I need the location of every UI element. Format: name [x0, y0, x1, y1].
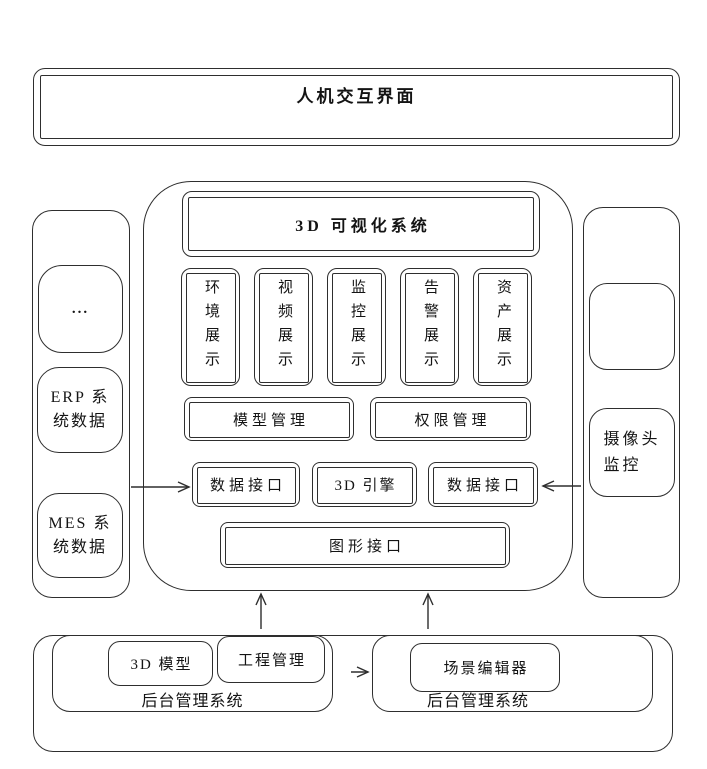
- other-datasource-box: ...: [38, 265, 123, 353]
- permission-management-box: 权限管理: [370, 397, 531, 441]
- backend-system-right-label: 后台管理系统: [426, 693, 529, 710]
- display-module-inner-border: [258, 272, 309, 383]
- display-module-asset: 资产展示: [473, 268, 532, 386]
- viz-system-title-box: 3D 可视化系统: [182, 191, 540, 257]
- engine-3d-box: 3D 引擎: [312, 462, 417, 507]
- project-management-label: 工程管理: [237, 653, 306, 669]
- camera-empty-box: [589, 283, 675, 370]
- model-3d-label: 3D 模型: [130, 657, 193, 673]
- graphics-interface-inner-border: [224, 526, 506, 565]
- right-camera-column: [583, 207, 680, 598]
- display-module-video: 视频展示: [254, 268, 313, 386]
- display-module-env-label: 环境展示: [203, 279, 219, 375]
- scene-editor-box: 场景编辑器: [410, 643, 560, 692]
- display-module-alarm: 告警展示: [400, 268, 459, 386]
- mes-data-box: MES 系 统数据: [37, 493, 123, 578]
- mes-data-label: MES 系 统数据: [48, 514, 112, 556]
- project-management-box: 工程管理: [217, 636, 325, 683]
- display-module-inner-border: [185, 272, 236, 383]
- engine-3d-inner-border: [316, 466, 413, 504]
- hmi-banner-inner-border: [40, 75, 673, 139]
- graphics-interface-box: 图形接口: [220, 522, 510, 568]
- display-module-alarm-label: 告警展示: [422, 279, 438, 375]
- data-interface-left-label: 数据接口: [209, 478, 286, 494]
- data-interface-right-inner-border: [432, 466, 534, 504]
- graphics-interface-label: 图形接口: [328, 538, 405, 555]
- scene-editor-label: 场景编辑器: [443, 661, 529, 677]
- display-module-inner-border: [404, 272, 455, 383]
- hmi-banner-box: 人机交互界面: [33, 68, 680, 146]
- camera-monitor-box: 摄像头 监控: [589, 408, 675, 497]
- hmi-banner-label: 人机交互界面: [296, 87, 417, 106]
- display-module-monitor-label: 监控展示: [349, 279, 365, 375]
- display-module-inner-border: [477, 272, 528, 383]
- model-management-label: 模型管理: [232, 412, 309, 429]
- erp-data-box: ERP 系 统数据: [37, 367, 123, 453]
- display-module-inner-border: [331, 272, 382, 383]
- display-module-env: 环境展示: [181, 268, 240, 386]
- model-management-inner-border: [188, 401, 350, 438]
- ellipsis-label: ...: [71, 300, 90, 317]
- display-module-monitor: 监控展示: [327, 268, 386, 386]
- permission-management-inner-border: [374, 401, 527, 438]
- viz-title-inner-border: [188, 197, 534, 251]
- display-module-video-label: 视频展示: [276, 279, 292, 375]
- data-interface-left-inner-border: [196, 466, 296, 504]
- display-module-asset-label: 资产展示: [495, 279, 511, 375]
- engine-3d-label: 3D 引擎: [334, 478, 397, 494]
- viz-system-title: 3D 可视化系统: [295, 218, 431, 235]
- data-interface-right-box: 数据接口: [428, 462, 538, 507]
- data-interface-left-box: 数据接口: [192, 462, 300, 507]
- permission-management-label: 权限管理: [414, 412, 491, 429]
- camera-monitor-label: 摄像头 监控: [603, 430, 661, 474]
- model-3d-box: 3D 模型: [108, 641, 213, 686]
- erp-data-label: ERP 系 统数据: [50, 389, 110, 430]
- data-interface-right-label: 数据接口: [446, 478, 523, 494]
- model-management-box: 模型管理: [184, 397, 354, 441]
- backend-system-left-label: 后台管理系统: [141, 693, 244, 710]
